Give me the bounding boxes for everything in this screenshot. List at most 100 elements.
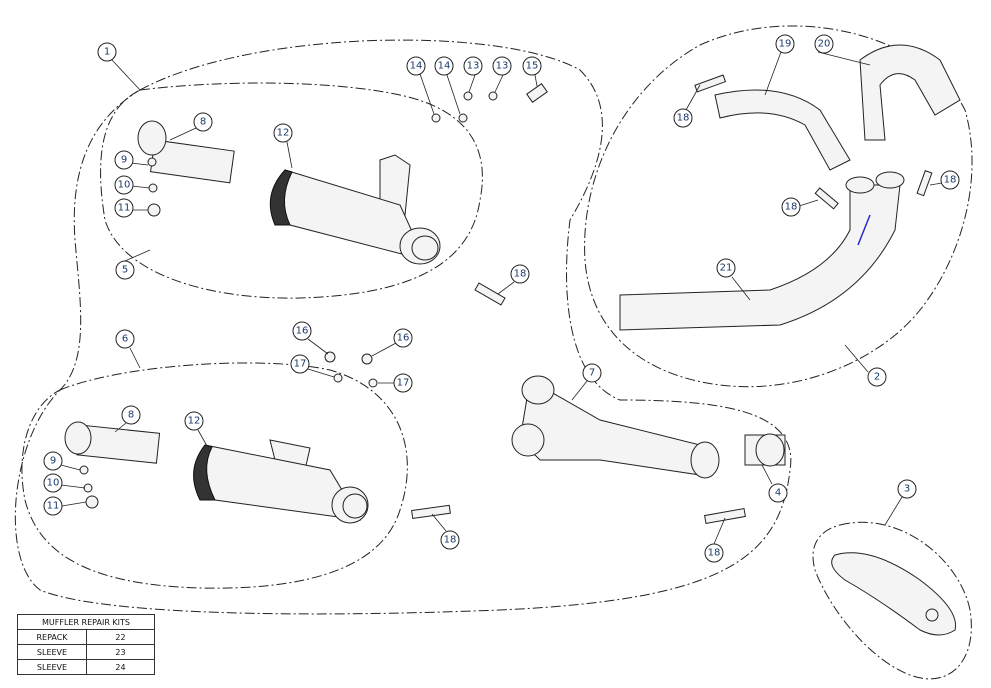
callout-number: 11 bbox=[47, 501, 60, 512]
callout-number: 18 bbox=[944, 175, 957, 186]
leader-lines bbox=[60, 51, 943, 545]
callout-circle bbox=[393, 373, 413, 393]
callout-circle bbox=[43, 496, 63, 516]
assembly-6-boundary bbox=[21, 362, 408, 589]
y-pipe-7 bbox=[511, 375, 720, 479]
callout-11: 11 bbox=[114, 198, 134, 218]
callout-circle bbox=[522, 56, 542, 76]
spring-18f bbox=[916, 170, 933, 197]
callout-18: 18 bbox=[673, 108, 693, 128]
callout-circle bbox=[115, 329, 135, 349]
callout-circle bbox=[273, 123, 293, 143]
callout-18: 18 bbox=[781, 197, 801, 217]
link-pipe-8-lower bbox=[64, 421, 161, 464]
callout-number: 18 bbox=[785, 202, 798, 213]
heat-shield-3 bbox=[831, 552, 957, 636]
callout-21: 21 bbox=[716, 258, 736, 278]
callout-9: 9 bbox=[114, 150, 134, 170]
callout-circle bbox=[290, 354, 310, 374]
callout-number: 10 bbox=[47, 478, 60, 489]
callout-circle bbox=[814, 34, 834, 54]
spring-18e bbox=[814, 187, 839, 210]
callout-5: 5 bbox=[115, 260, 135, 280]
callout-circle bbox=[43, 473, 63, 493]
callout-circle bbox=[867, 367, 887, 387]
nut-13a bbox=[463, 91, 473, 101]
callout-number: 8 bbox=[128, 410, 134, 421]
callout-number: 15 bbox=[526, 61, 539, 72]
callout-number: 8 bbox=[200, 117, 206, 128]
callout-number: 13 bbox=[496, 61, 509, 72]
callout-circle bbox=[897, 479, 917, 499]
callout-20: 20 bbox=[814, 34, 834, 54]
link-pipe-8-upper bbox=[137, 120, 235, 184]
callout-circle bbox=[292, 321, 312, 341]
callout-circle bbox=[673, 108, 693, 128]
callout-18: 18 bbox=[704, 543, 724, 563]
callout-number: 18 bbox=[677, 113, 690, 124]
nut-9 bbox=[79, 465, 89, 475]
callout-circle bbox=[43, 451, 63, 471]
callout-number: 14 bbox=[438, 61, 451, 72]
collector-21 bbox=[619, 171, 905, 331]
callout-number: 5 bbox=[122, 265, 128, 276]
callout-number: 9 bbox=[50, 456, 56, 467]
washer-16a bbox=[324, 351, 336, 363]
spring-18c bbox=[704, 508, 746, 524]
callout-number: 11 bbox=[118, 203, 131, 214]
callout-number: 13 bbox=[467, 61, 480, 72]
callout-8: 8 bbox=[193, 112, 213, 132]
callout-circle bbox=[193, 112, 213, 132]
callout-circle bbox=[406, 56, 426, 76]
callout-16: 16 bbox=[393, 328, 413, 348]
callout-number: 18 bbox=[708, 548, 721, 559]
callout-14: 14 bbox=[406, 56, 426, 76]
callout-7: 7 bbox=[582, 363, 602, 383]
callout-number: 14 bbox=[410, 61, 423, 72]
callout-10: 10 bbox=[43, 473, 63, 493]
callout-circle bbox=[184, 411, 204, 431]
callout-circle bbox=[97, 42, 117, 62]
callout-circle bbox=[492, 56, 512, 76]
callout-number: 10 bbox=[118, 180, 131, 191]
assembly-5-boundary bbox=[100, 82, 483, 299]
callout-circle bbox=[781, 197, 801, 217]
assembly-1-boundary bbox=[14, 39, 792, 615]
washer-10 bbox=[83, 483, 93, 493]
callout-9: 9 bbox=[43, 451, 63, 471]
callout-circle bbox=[940, 170, 960, 190]
sleeve-4 bbox=[744, 433, 786, 467]
callout-11: 11 bbox=[43, 496, 63, 516]
bolt-17b bbox=[368, 378, 378, 388]
callout-10: 10 bbox=[114, 175, 134, 195]
muffler-12-lower bbox=[193, 439, 369, 524]
bolt-17a bbox=[333, 373, 343, 383]
washer-10 bbox=[148, 183, 158, 193]
callout-circle bbox=[440, 530, 460, 550]
callout-number: 12 bbox=[188, 416, 201, 427]
nut-13b bbox=[488, 91, 498, 101]
assembly-2-boundary bbox=[584, 25, 973, 388]
header-pipe-19 bbox=[714, 89, 851, 171]
callout-17: 17 bbox=[393, 373, 413, 393]
washer-14a bbox=[431, 113, 441, 123]
callout-number: 3 bbox=[904, 484, 910, 495]
callout-12: 12 bbox=[184, 411, 204, 431]
callout-18: 18 bbox=[940, 170, 960, 190]
callout-number: 18 bbox=[444, 535, 457, 546]
clamp-11 bbox=[85, 495, 99, 509]
callout-circle bbox=[121, 405, 141, 425]
callout-13: 13 bbox=[463, 56, 483, 76]
assembly-3-boundary bbox=[812, 521, 972, 680]
callout-circle bbox=[768, 483, 788, 503]
callout-6: 6 bbox=[115, 329, 135, 349]
washer-16b bbox=[361, 353, 373, 365]
callout-number: 12 bbox=[277, 128, 290, 139]
sensor-plug-15 bbox=[526, 83, 548, 103]
callout-circle bbox=[434, 56, 454, 76]
